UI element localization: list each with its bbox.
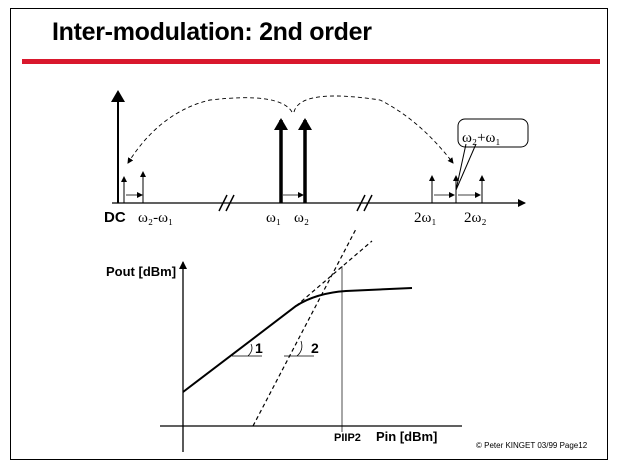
w2-label: ω₂ (294, 210, 309, 226)
slope-1-indicator (232, 343, 262, 357)
callout-pointer-a (455, 143, 467, 191)
axis-break-left (218, 194, 235, 212)
slide-footer: © Peter KINGET 03/99 Page12 (476, 441, 588, 450)
second-harmonic-w2-label: 2ω₂ (464, 210, 487, 226)
title-divider (22, 59, 600, 64)
dc-label: DC (104, 209, 126, 226)
mixing-arc-sum (293, 95, 454, 164)
callout-pointer-b (455, 143, 477, 191)
fundamental-output-curve (182, 287, 413, 393)
slope-2-indicator (284, 340, 314, 357)
spectrum-diagram: ω₂+ω₁ DC ω₂-ω₁ ω₁ ω₂ 2ω₁ 2ω₂ (104, 90, 529, 226)
iip2-label: PIIP2 (334, 432, 361, 444)
slope-2-label: 2 (311, 340, 319, 356)
sum-callout-box (457, 118, 529, 148)
pout-axis-label: Pout [dBm] (106, 264, 176, 279)
w1-label: ω₁ (266, 210, 281, 226)
mixing-arc-diff (127, 97, 293, 164)
second-harmonic-w1-label: 2ω₁ (414, 210, 437, 226)
slide-frame (10, 8, 608, 460)
axis-break-right (356, 194, 373, 212)
fundamental-extrapolation (295, 240, 373, 307)
im2-extrapolation (252, 228, 357, 427)
slide-title: Inter-modulation: 2nd order (52, 18, 372, 46)
pin-axis-label: Pin [dBm] (376, 429, 437, 444)
power-transfer-plot: 1 2 Pout [dBm] PIIP2 Pin [dBm] (106, 228, 462, 452)
slope-1-label: 1 (255, 340, 263, 356)
difference-frequency-label: ω₂-ω₁ (138, 210, 173, 226)
sum-frequency-label: ω₂+ω₁ (462, 130, 501, 146)
